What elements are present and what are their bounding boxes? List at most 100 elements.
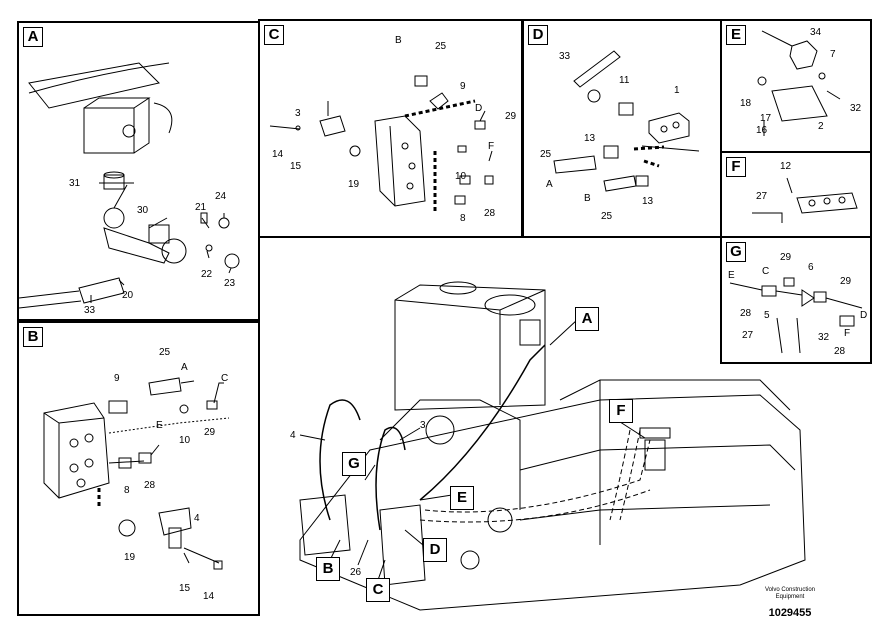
company-credit: Volvo Construction Equipment — [750, 587, 830, 601]
label: A — [181, 362, 188, 373]
label: 27 — [756, 191, 768, 202]
label: 33 — [559, 51, 571, 62]
panel-g: G 29 C 6 29 E 28 5 D 27 32 F 28 — [720, 236, 872, 364]
panel-d-drawing: 33 11 1 13 25 A B 13 25 — [540, 50, 700, 222]
panel-c-labels: B 25 9 3 D 29 14 15 19 10 F 8 28 — [272, 35, 517, 224]
label: 14 — [272, 149, 284, 160]
callout-d: D — [423, 538, 447, 562]
label: 12 — [780, 161, 792, 172]
label: F — [844, 328, 850, 339]
panel-e-tag: E — [726, 25, 746, 45]
label: 7 — [830, 49, 836, 60]
label: 10 — [179, 435, 191, 446]
panel-e-labels: 34 7 18 32 17 2 16 — [740, 27, 862, 136]
label: 10 — [455, 171, 467, 182]
label: F — [488, 141, 494, 152]
callout-a: A — [575, 307, 599, 331]
label: 3 — [420, 420, 426, 431]
panel-f-tag: F — [726, 157, 746, 177]
label: 26 — [350, 567, 362, 578]
label: 13 — [642, 196, 654, 207]
panel-c: C B 25 9 3 D — [258, 19, 523, 238]
label: 32 — [818, 332, 830, 343]
panel-c-drawing: B 25 9 3 D 29 14 15 19 10 F 8 28 — [269, 35, 517, 224]
label: 17 — [760, 113, 772, 124]
label: 25 — [435, 41, 447, 52]
panel-c-tag: C — [264, 25, 284, 45]
panel-g-tag: G — [726, 242, 746, 262]
panel-a-labels: 31 30 21 24 22 23 20 33 — [69, 178, 236, 316]
panel-b-tag: B — [23, 327, 43, 347]
document-number: 1029455 — [768, 607, 812, 619]
label: 21 — [195, 202, 207, 213]
label: 27 — [742, 330, 754, 341]
callout-e: E — [450, 486, 474, 510]
label: 33 — [84, 305, 96, 316]
label: 25 — [601, 211, 613, 222]
panel-b: B 25 — [17, 321, 260, 616]
label: E — [728, 270, 735, 281]
panel-a-drawing: 31 30 21 24 22 23 20 33 — [19, 62, 240, 316]
label: 19 — [124, 552, 136, 563]
label: B — [395, 35, 402, 46]
label: 28 — [834, 346, 846, 357]
label: 14 — [203, 591, 215, 602]
label: 23 — [224, 278, 236, 289]
callout-b: B — [316, 557, 340, 581]
label: 25 — [159, 347, 171, 358]
panel-f-drawing: 12 27 — [752, 161, 858, 223]
label: 18 — [740, 98, 752, 109]
label: C — [221, 373, 228, 384]
label: B — [584, 193, 591, 204]
panel-d-tag: D — [528, 25, 548, 45]
callout-g: G — [342, 452, 366, 476]
panel-e: E 34 7 18 32 17 2 16 — [720, 19, 872, 153]
panel-g-labels: 29 C 6 29 E 28 5 D 27 32 F 28 — [728, 252, 867, 357]
panel-e-drawing: 34 7 18 32 17 2 16 — [740, 27, 862, 136]
label: 9 — [460, 81, 466, 92]
label: 29 — [204, 427, 216, 438]
label: 11 — [619, 75, 630, 86]
panel-d-labels: 33 11 1 13 25 A B 13 25 — [540, 51, 680, 222]
label: 4 — [194, 513, 200, 524]
label: 32 — [850, 103, 862, 114]
label: C — [762, 266, 769, 277]
label: 30 — [137, 205, 149, 216]
label: D — [475, 103, 482, 114]
panel-a: A — [17, 21, 260, 321]
panel-g-drawing: 29 C 6 29 E 28 5 D 27 32 F 28 — [728, 252, 867, 357]
panel-d: D 33 11 1 13 25 A B 13 25 — [522, 19, 722, 238]
panel-f-labels: 12 27 — [756, 161, 792, 202]
label: 16 — [756, 125, 768, 136]
label: 15 — [290, 161, 302, 172]
label: 20 — [122, 290, 134, 301]
panel-b-drawing: 25 A 9 C 10 29 E 8 28 4 19 15 14 — [43, 347, 230, 602]
label: 1 — [674, 85, 680, 96]
label: 24 — [215, 191, 227, 202]
label: 9 — [114, 373, 120, 384]
label: 6 — [808, 262, 814, 273]
label: 28 — [144, 480, 156, 491]
label: 15 — [179, 583, 191, 594]
label: 29 — [840, 276, 852, 287]
label: 4 — [290, 430, 296, 441]
label: 3 — [295, 108, 301, 119]
company-line-2: Equipment — [775, 594, 805, 600]
label: 28 — [484, 208, 496, 219]
label: E — [156, 420, 163, 431]
company-line-1: Volvo Construction — [764, 587, 816, 593]
label: 34 — [810, 27, 822, 38]
main-labels: 4 3 26 — [290, 420, 426, 578]
label: 8 — [460, 213, 466, 224]
label: 31 — [69, 178, 81, 189]
label: 25 — [540, 149, 552, 160]
label: 28 — [740, 308, 752, 319]
label: 13 — [584, 133, 596, 144]
panel-a-tag: A — [23, 27, 43, 47]
panel-f: F 12 27 — [720, 151, 872, 238]
label: 22 — [201, 269, 213, 280]
label: 8 — [124, 485, 130, 496]
label: A — [546, 179, 553, 190]
label: 19 — [348, 179, 360, 190]
